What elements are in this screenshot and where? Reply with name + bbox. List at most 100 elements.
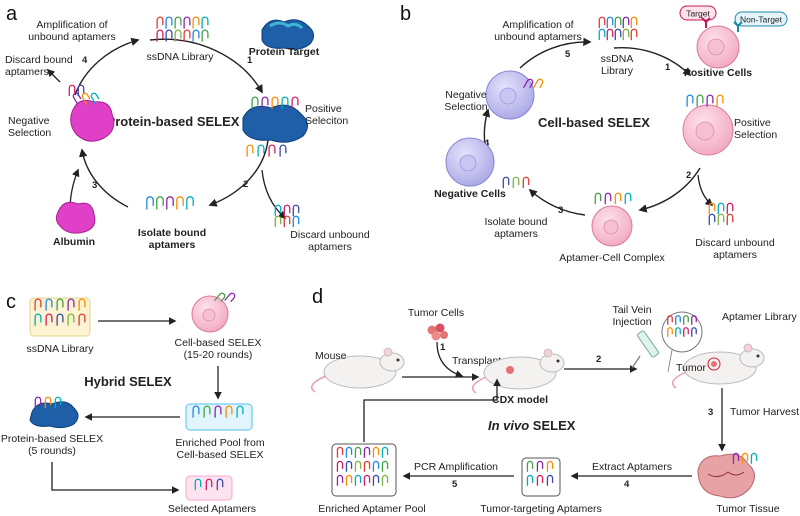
- c-library-label: ssDNA Library: [26, 343, 94, 355]
- b-positive-line1: Positive: [734, 117, 771, 129]
- d-step-5: 5: [452, 479, 458, 490]
- c-selected-label: Selected Aptamers: [168, 503, 256, 515]
- d-syringe-icon: [631, 330, 660, 369]
- d-tumor-cells-icon: [427, 323, 448, 341]
- a-amplification-line2: unbound aptamers: [28, 31, 116, 43]
- d-step-4: 4: [624, 479, 630, 490]
- b-positive-cells-label: Positive Cells: [684, 67, 752, 79]
- d-title: In vivo SELEX: [488, 418, 576, 433]
- c-library-aptamers-icon: [34, 298, 86, 326]
- a-positive-protein-icon: [242, 104, 308, 143]
- a-bound-aptamers-icon: [251, 96, 299, 109]
- a-positive-line2: Seleciton: [305, 115, 348, 127]
- c-enriched-line2: Cell-based SELEX: [177, 449, 264, 461]
- b-nontarget-receptor-icon: [733, 21, 743, 32]
- a-target-label: Protein Target: [249, 46, 320, 58]
- b-complex-label: Aptamer-Cell Complex: [559, 252, 665, 264]
- a-unbound-aptamers-icon: [246, 144, 287, 157]
- b-positive-selection-nucleus-icon: [695, 121, 715, 141]
- c-protein-aptamers-icon: [34, 396, 62, 409]
- d-step-3: 3: [708, 407, 713, 418]
- b-isolate-line2: aptamers: [494, 228, 538, 240]
- a-isolated-aptamers-icon: [146, 196, 194, 210]
- b-discard-aptamers-icon: [708, 202, 734, 226]
- c-selected-box: [185, 475, 233, 501]
- b-discard-line1: Discard unbound: [695, 237, 775, 249]
- b-step-2: 2: [686, 170, 691, 181]
- c-protein-line1: Protein-based SELEX: [1, 433, 103, 445]
- c-enriched-box: [185, 403, 253, 431]
- d-transplant-label: Transplant: [452, 355, 501, 367]
- a-discard-unbound-aptamers-icon: [274, 204, 300, 228]
- b-nontarget-tag: [734, 11, 788, 27]
- c-cell-nucleus-icon: [202, 308, 216, 322]
- c-library-box: [29, 297, 91, 337]
- b-positive-nucleus-icon: [707, 38, 725, 56]
- panel-b-letter: b: [400, 3, 411, 25]
- b-isolated-aptamers-icon: [502, 176, 530, 189]
- b-negative-cells-label: Negative Cells: [434, 188, 506, 200]
- d-library-aptamers-icon: [667, 315, 697, 337]
- d-targeting-aptamers-icon: [526, 460, 554, 486]
- a-negative-line2: Selection: [8, 127, 51, 139]
- a-library-label: ssDNA Library: [146, 51, 214, 63]
- d-aptamer-library-label: Aptamer Library: [722, 311, 797, 323]
- b-step-5: 5: [565, 49, 571, 60]
- a-albumin-label: Albumin: [53, 236, 95, 248]
- d-tissue-label: Tumor Tissue: [716, 503, 779, 515]
- a-discard-bound-aptamers-icon: [68, 84, 85, 97]
- a-isolate-line1: Isolate bound: [138, 227, 206, 239]
- b-amplification-line2: unbound aptamers: [494, 31, 582, 43]
- protein-target-highlight-icon: [269, 21, 304, 30]
- c-enriched-line1: Enriched Pool from: [175, 437, 265, 449]
- d-extract-label: Extract Aptamers: [592, 461, 672, 473]
- b-step-3: 3: [558, 205, 563, 216]
- d-tail-vein-line2: Injection: [612, 316, 651, 328]
- c-arrow-protein-to-selected: [51, 462, 180, 494]
- b-discard-arrow: [697, 174, 714, 206]
- a-arrow-1: [149, 38, 263, 94]
- d-cdx-label: CDX model: [492, 394, 548, 406]
- a-negative-albumin-icon: [70, 99, 115, 142]
- b-title: Cell-based SELEX: [538, 115, 650, 130]
- c-title: Hybrid SELEX: [84, 374, 172, 389]
- b-arrow-3: [528, 188, 586, 216]
- b-nontarget-tag-label: Non-Target: [740, 15, 783, 25]
- a-negative-line1: Negative: [8, 115, 50, 127]
- d-targeting-label: Tumor-targeting Aptamers: [480, 503, 602, 515]
- b-arrow-5: [519, 37, 592, 69]
- b-positive-line2: Selection: [734, 129, 777, 141]
- d-tumor-label: Tumor: [676, 362, 706, 374]
- panel-c: c ssDNA Library Cell-based SELEX (15-20 …: [1, 291, 265, 515]
- a-positive-line1: Positive: [305, 103, 342, 115]
- d-targeting-box: [521, 457, 561, 497]
- d-enriched-pool-aptamers-icon: [336, 446, 389, 486]
- a-discard-unbound-line2: aptamers: [308, 241, 352, 253]
- d-injected-mouse-icon: [671, 343, 765, 389]
- b-target-tag-label: Target: [686, 9, 710, 19]
- d-bubble-pointer: [667, 349, 673, 373]
- b-arrow-2: [638, 167, 701, 213]
- b-bound-aptamers-icon: [686, 94, 724, 107]
- b-negative-nucleus-icon: [459, 154, 477, 172]
- a-isolate-line2: aptamers: [149, 239, 196, 251]
- a-library-aptamers-icon: [156, 16, 209, 42]
- b-target-tag: [679, 5, 717, 21]
- d-enriched-pool-label: Enriched Aptamer Pool: [318, 503, 425, 515]
- d-tissue-vessel-icon: [707, 471, 745, 478]
- c-protein-icon: [29, 401, 79, 429]
- b-step-1: 1: [665, 62, 671, 73]
- b-complex-aptamers-icon: [594, 192, 632, 205]
- a-arrow-4: [74, 37, 140, 96]
- panel-a: a 1 2 3 4 ssDNA Library Amplification of…: [5, 3, 370, 253]
- c-selected-aptamers-icon: [194, 478, 224, 491]
- b-target-receptor-icon: [701, 17, 711, 28]
- a-step-2: 2: [243, 179, 248, 190]
- c-cell-line2: (15-20 rounds): [184, 349, 253, 361]
- b-negative-aptamers-icon: [523, 78, 544, 88]
- a-step-4: 4: [82, 55, 88, 66]
- c-enriched-aptamers-icon: [192, 405, 244, 418]
- b-step-4: 4: [484, 138, 490, 149]
- d-arrow-feedback: [363, 378, 501, 442]
- b-negative-line1: Negative: [445, 89, 487, 101]
